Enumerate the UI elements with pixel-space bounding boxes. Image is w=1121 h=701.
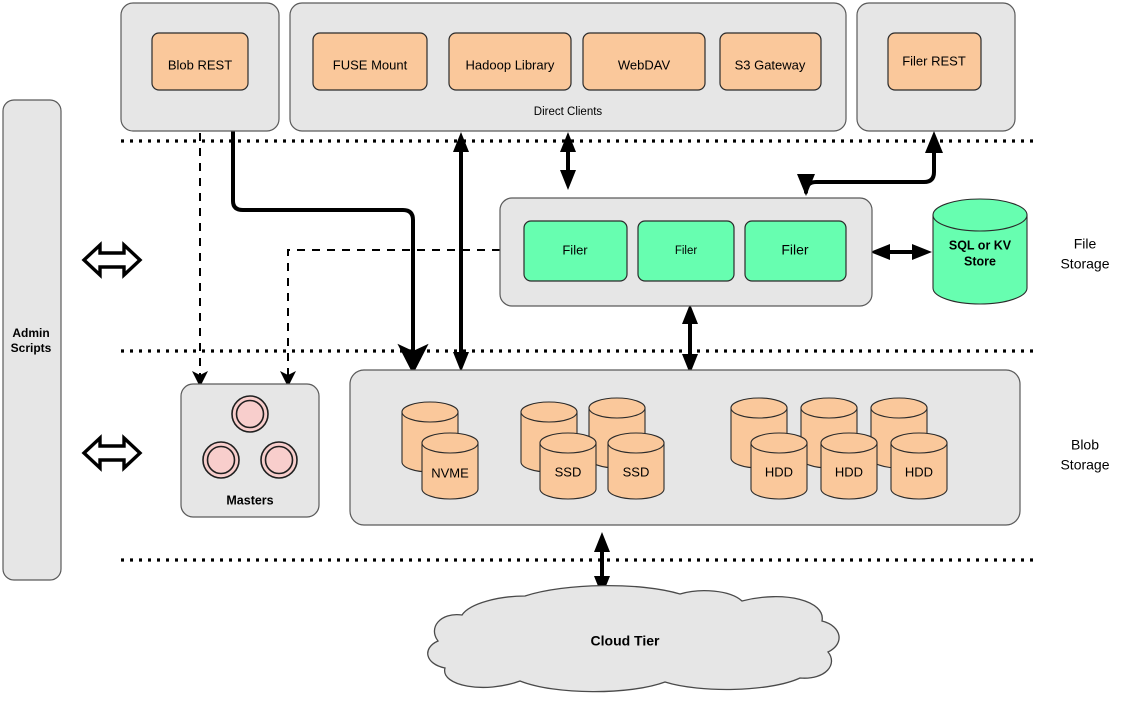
hdd-label-3: HDD xyxy=(905,464,933,479)
hadoop-library-label: Hadoop Library xyxy=(466,57,555,72)
admin-scripts-line1: Admin xyxy=(12,326,49,340)
filer-node-2[interactable] xyxy=(637,220,735,282)
conn-blobrest-to-volumes xyxy=(231,131,429,375)
file-storage-label-line2: Storage xyxy=(1060,256,1109,272)
s3-gateway-label: S3 Gateway xyxy=(735,57,806,72)
direct-clients-caption: Direct Clients xyxy=(534,106,603,118)
filer-rest-box[interactable] xyxy=(887,32,982,91)
blob-storage-label-line1: Blob xyxy=(1071,437,1099,453)
conn-filerrest-to-filer xyxy=(797,131,943,196)
filer-node-3[interactable] xyxy=(744,220,847,282)
ssd-cylinder-front-1[interactable] xyxy=(539,432,597,500)
hdd-cylinder-front-2[interactable] xyxy=(820,432,878,500)
ssd-label-1: SSD xyxy=(555,464,582,479)
filer-node-3-label: Filer xyxy=(781,242,809,258)
admin-scripts-line2: Scripts xyxy=(11,341,52,355)
hdd-label-2: HDD xyxy=(835,464,863,479)
masters-group[interactable] xyxy=(180,383,320,518)
filer-node-2-label: Filer xyxy=(675,245,698,257)
admin-scripts-panel[interactable] xyxy=(2,99,62,581)
hdd-label-1: HDD xyxy=(765,464,793,479)
conn-directclients-to-filer xyxy=(560,132,576,190)
webdav-box[interactable] xyxy=(582,32,706,91)
hdd-cylinder-front-1[interactable] xyxy=(750,432,808,500)
blob-storage-label-line2: Storage xyxy=(1060,457,1109,473)
nvme-label: NVME xyxy=(431,465,469,480)
sql-or-kv-store-cylinder[interactable] xyxy=(932,198,1028,305)
filer-rest-label: Filer REST xyxy=(902,53,966,68)
ssd-label-2: SSD xyxy=(623,464,650,479)
masters-label: Masters xyxy=(226,493,273,507)
sql-store-line2: Store xyxy=(964,254,996,268)
admin-to-blob-arrow xyxy=(81,434,143,472)
master-node-2[interactable] xyxy=(202,441,240,479)
admin-to-file-arrow xyxy=(81,241,143,279)
admin-blob-double-arrow xyxy=(81,434,143,472)
filer-node-1-label: Filer xyxy=(562,242,588,257)
hadoop-library-box[interactable] xyxy=(448,32,572,91)
cloud-tier-label: Cloud Tier xyxy=(591,633,661,649)
fuse-mount-label: FUSE Mount xyxy=(333,57,408,72)
cloud-tier-shape[interactable] xyxy=(427,584,840,693)
nvme-cylinder-front[interactable] xyxy=(421,432,479,500)
admin-file-双-arrow xyxy=(81,241,143,279)
file-storage-label-line1: File xyxy=(1074,236,1097,252)
master-node-1[interactable] xyxy=(231,395,269,433)
fuse-mount-box[interactable] xyxy=(312,32,428,91)
conn-filer-to-store xyxy=(870,244,932,260)
conn-directclients-to-volumes xyxy=(453,132,469,372)
blob-rest-box[interactable] xyxy=(151,32,249,91)
webdav-label: WebDAV xyxy=(618,57,671,72)
filer-node-1[interactable] xyxy=(523,220,628,282)
sql-store-line1: SQL or KV xyxy=(949,238,1012,252)
blob-rest-label: Blob REST xyxy=(168,57,232,72)
master-node-3[interactable] xyxy=(260,441,298,479)
ssd-cylinder-front-2[interactable] xyxy=(607,432,665,500)
hdd-cylinder-front-3[interactable] xyxy=(890,432,948,500)
conn-filer-to-volumes xyxy=(682,304,698,374)
s3-gateway-box[interactable] xyxy=(719,32,822,91)
